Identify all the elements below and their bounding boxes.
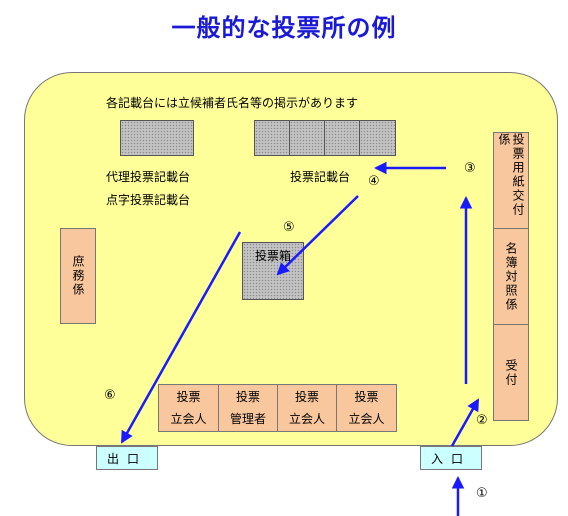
official-seat-1-line2: 立会人 <box>170 412 207 426</box>
official-seat-3: 投票 立会人 <box>277 384 337 432</box>
official-seat-3-line2: 立会人 <box>288 412 325 426</box>
ballot-issue-desk: 投票用紙交付係 <box>493 132 529 229</box>
arrow-to-reception <box>450 398 480 447</box>
candidate-notice: 各記載台には立候補者氏名等の掲示があります <box>106 96 359 110</box>
arrow-to-ballot-box <box>276 195 359 276</box>
official-seat-2: 投票 管理者 <box>218 384 278 432</box>
step-1-marker: ① <box>476 486 488 501</box>
step-5-marker: ⑤ <box>283 220 295 235</box>
arrow-to-exit <box>120 231 242 444</box>
official-seat-2-line1: 投票 <box>235 390 260 404</box>
roll-check-desk: 名簿対照係 <box>493 228 529 325</box>
ballot-box-label: 投票箱 <box>254 249 291 263</box>
step-4-marker: ④ <box>368 174 380 189</box>
official-seat-2-line2: 管理者 <box>229 412 266 426</box>
voting-desk-4 <box>359 120 396 156</box>
official-seat-4: 投票 立会人 <box>336 384 397 432</box>
official-seat-4-line2: 立会人 <box>348 412 385 426</box>
step-6-marker: ⑥ <box>104 388 116 403</box>
voting-desk-3 <box>324 120 360 156</box>
reception-desk: 受付 <box>493 324 529 421</box>
entrance-door: 入口 <box>420 446 482 470</box>
braille-desk-label: 点字投票記載台 <box>106 193 191 207</box>
voting-desk-label: 投票記載台 <box>290 170 351 184</box>
step-3-marker: ③ <box>464 161 476 176</box>
ballot-box: 投票箱 <box>242 242 304 300</box>
official-seat-4-line1: 投票 <box>354 390 379 404</box>
step-2-marker: ② <box>476 413 488 428</box>
page-title: 一般的な投票所の例 <box>171 14 397 42</box>
official-seat-3-line1: 投票 <box>294 390 319 404</box>
general-affairs-desk: 庶務係 <box>60 228 96 324</box>
proxy-braille-desk <box>120 120 194 156</box>
proxy-desk-label: 代理投票記載台 <box>106 170 191 184</box>
exit-door: 出口 <box>96 446 158 470</box>
official-seat-1-line1: 投票 <box>176 390 201 404</box>
